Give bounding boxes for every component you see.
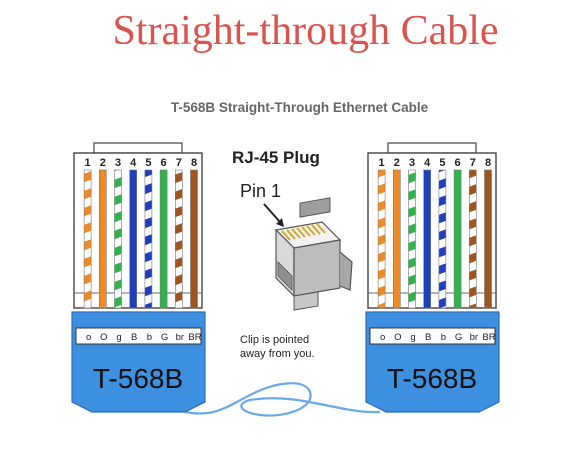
left-connector-tab	[93, 142, 183, 154]
right-wire-6	[453, 169, 462, 309]
right-wire-code-8: BR	[482, 332, 495, 343]
left-wire-5	[144, 169, 153, 309]
clip-note-line2: away from you.	[240, 348, 315, 360]
right-wire-code-5: b	[441, 332, 446, 343]
cable-loop	[184, 382, 381, 417]
pin1-label: Pin 1	[240, 181, 281, 201]
right-pin-number-2: 2	[394, 157, 400, 169]
left-wire-code-1: o	[86, 332, 91, 343]
left-wire-code-4: B	[131, 332, 137, 343]
right-standard-label: T-568B	[387, 363, 477, 394]
plug-label: RJ-45 Plug	[232, 148, 320, 167]
left-wire-8	[190, 169, 198, 309]
right-wire-code-1: o	[380, 332, 385, 343]
right-wire-3	[408, 169, 416, 309]
right-pin-number-6: 6	[455, 157, 461, 169]
left-connector-body	[73, 152, 203, 309]
right-connector-tab	[387, 142, 477, 154]
left-pin-number-1: 1	[85, 157, 91, 169]
left-code-strip	[75, 327, 202, 345]
right-pin-number-5: 5	[439, 157, 445, 169]
diagram-subtitle: T-568B Straight-Through Ethernet Cable	[170, 100, 429, 115]
left-pin-number-6: 6	[161, 157, 167, 169]
left-wire-6	[159, 169, 168, 309]
right-wire-group	[377, 169, 492, 309]
right-pin-number-4: 4	[424, 157, 431, 169]
left-wire-7	[175, 169, 183, 309]
clip-note-line1: Clip is pointed	[240, 334, 309, 346]
right-wire-code-7: br	[470, 332, 478, 343]
left-wire-code-5: b	[147, 332, 152, 343]
right-wire-1	[377, 169, 386, 309]
right-wire-code-2: O	[394, 332, 401, 343]
right-pin-number-1: 1	[379, 157, 385, 169]
right-pin-number-7: 7	[470, 157, 476, 169]
right-wire-code-4: B	[425, 332, 431, 343]
left-wire-4	[129, 169, 137, 309]
left-wire-code-3: g	[116, 332, 121, 343]
left-wire-1	[83, 169, 92, 309]
page-title: Straight-through Cable	[112, 8, 499, 54]
rj45-plug-icon	[274, 197, 353, 311]
left-wire-code-8: BR	[188, 332, 201, 343]
pin1-arrow	[263, 203, 284, 227]
right-wire-4	[423, 169, 432, 309]
left-pin-number-3: 3	[115, 157, 121, 169]
right-wire-2	[392, 169, 401, 309]
right-wire-code-3: g	[410, 332, 415, 343]
left-pin-number-5: 5	[145, 157, 151, 169]
left-pin-number-7: 7	[176, 157, 182, 169]
left-wire-2	[99, 169, 107, 309]
right-code-strip	[369, 327, 496, 345]
right-wire-7	[468, 169, 477, 309]
left-boot	[71, 311, 206, 413]
left-wire-group	[83, 169, 198, 309]
left-wire-code-7: br	[176, 332, 184, 343]
left-wire-3	[114, 169, 122, 309]
left-wire-code-2: O	[100, 332, 107, 343]
right-pin-number-3: 3	[409, 157, 415, 169]
right-wire-8	[484, 169, 492, 309]
right-connector-body	[367, 152, 497, 309]
left-pin-number-4: 4	[130, 157, 137, 169]
right-boot	[365, 311, 500, 413]
left-standard-label: T-568B	[93, 363, 183, 394]
right-wire-code-6: G	[455, 332, 462, 343]
right-pin-number-8: 8	[485, 157, 491, 169]
left-wire-code-6: G	[161, 332, 168, 343]
right-wire-5	[438, 169, 447, 309]
left-pin-number-2: 2	[100, 157, 106, 169]
left-pin-number-8: 8	[191, 157, 197, 169]
